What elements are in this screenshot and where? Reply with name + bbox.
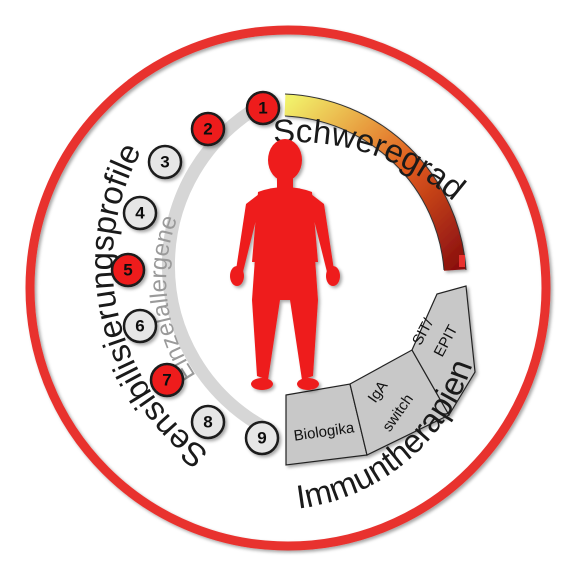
single-allergens-label: Einzelallergene (145, 212, 201, 387)
allergen-circle-7: 7 (149, 362, 185, 398)
human-body-icon (230, 139, 340, 390)
allergen-circle-9: 9 (244, 420, 280, 456)
allergen-number: 7 (162, 371, 171, 390)
severity-gradient-bar (284, 94, 466, 271)
allergen-number: 9 (257, 429, 266, 448)
outer-ring (25, 25, 551, 551)
allergen-circle-shape (190, 404, 226, 440)
allergen-circle-shape (244, 420, 280, 456)
allergen-circle-shape (190, 111, 226, 147)
allergen-number: 4 (135, 204, 145, 223)
allergen-number: 2 (203, 120, 212, 139)
allergen-circle-3: 3 (147, 144, 183, 180)
therapy-segment-sit (411, 285, 476, 417)
allergen-number: 6 (135, 317, 144, 336)
allergen-circle-shape (245, 90, 281, 126)
allergen-circle-6: 6 (122, 308, 158, 344)
allergen-circle-shape (110, 252, 146, 288)
allergen-circle-shape (147, 144, 183, 180)
allergen-circle-shape (122, 195, 158, 231)
allergen-number: 8 (203, 413, 212, 432)
allergen-number: 5 (123, 261, 132, 280)
therapy-segments (285, 285, 476, 466)
allergen-circle-1: 1 (245, 90, 281, 126)
allergen-circle-4: 4 (122, 195, 158, 231)
allergen-circle-2: 2 (190, 111, 226, 147)
allergen-number: 1 (258, 99, 267, 118)
allergen-circle-shape (149, 362, 185, 398)
allergen-circle-shape (122, 308, 158, 344)
allergen-number: 3 (160, 153, 169, 172)
allergen-circle-8: 8 (190, 404, 226, 440)
allergen-circle-5: 5 (110, 252, 146, 288)
allergen-circles: 1 2 3 4 5 6 7 8 9 (110, 90, 281, 456)
severity-marker (459, 255, 465, 267)
severity-gradient-outline (284, 93, 467, 271)
